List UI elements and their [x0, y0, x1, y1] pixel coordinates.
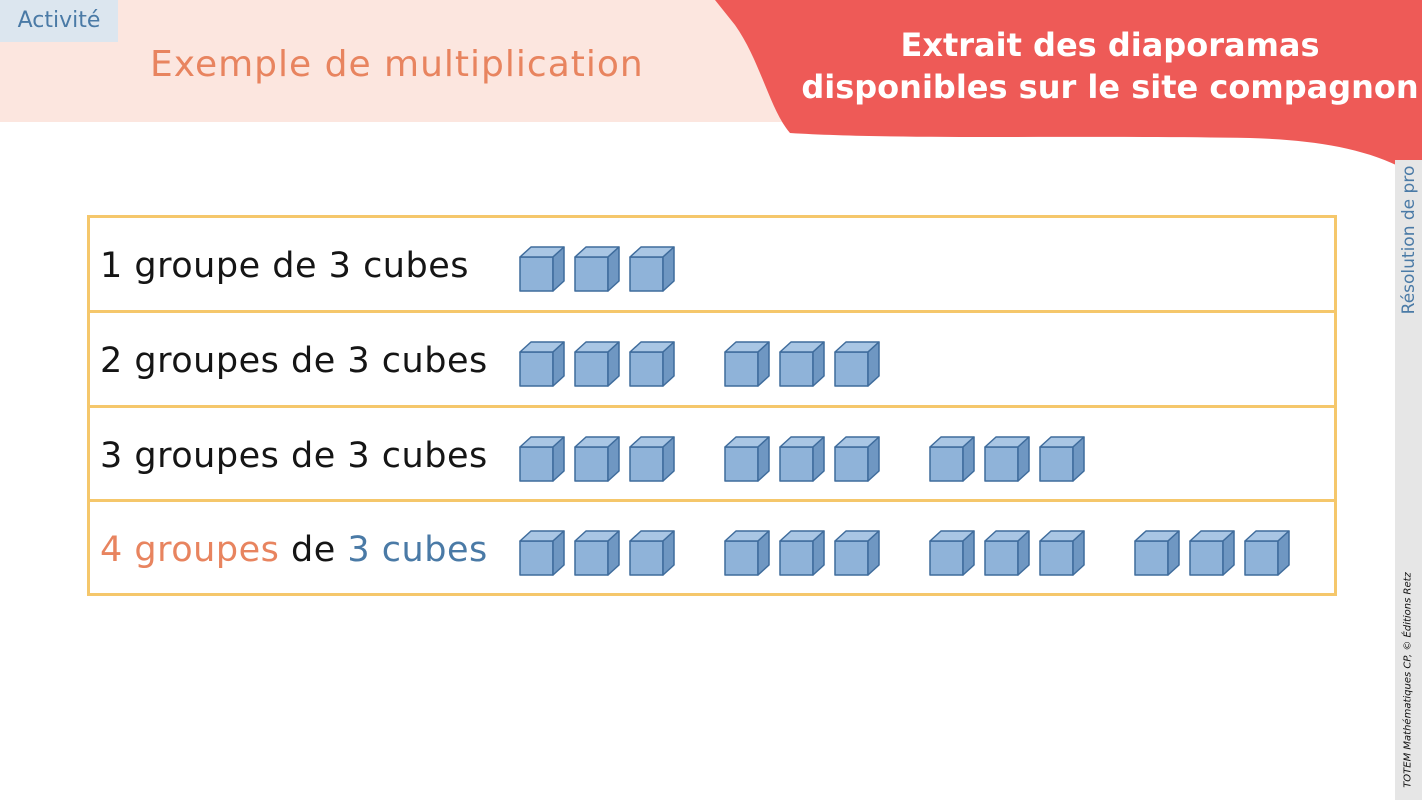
banner-line-2: disponibles sur le site compagnon — [801, 68, 1419, 106]
cube-icon — [1039, 530, 1085, 576]
side-vertical-title: Résolution de pro — [1399, 165, 1419, 315]
cubes-number: 3 — [347, 436, 371, 476]
multiplication-table: 1 groupe de 3 cubes 2 groupes de 3 cubes… — [87, 215, 1337, 596]
banner-shape — [715, 0, 1422, 180]
cube-groups — [90, 313, 1334, 405]
cubes-number: 3 — [347, 530, 371, 570]
de-word: de — [290, 341, 336, 381]
table-row: 1 groupe de 3 cubes — [90, 218, 1334, 310]
group-number: 3 — [100, 436, 123, 476]
table-row: 3 groupes de 3 cubes — [90, 408, 1334, 500]
cube-icon — [724, 436, 770, 482]
groups-word: groupes — [134, 436, 280, 476]
groups-word: groupe — [134, 246, 261, 286]
cube-icon — [519, 530, 565, 576]
cube-icon — [519, 341, 565, 387]
row-label: 1 groupe de 3 cubes — [100, 218, 469, 310]
groups-word: groupes — [134, 341, 280, 381]
cube-icon — [574, 341, 620, 387]
cube-icon — [629, 341, 675, 387]
cube-icon — [1189, 530, 1235, 576]
cube-groups — [90, 502, 1334, 594]
companion-site-banner: Extrait des diaporamas disponibles sur l… — [800, 24, 1420, 108]
de-word: de — [290, 436, 336, 476]
cube-icon — [779, 341, 825, 387]
row-label: 4 groupes de 3 cubes — [100, 502, 488, 594]
cube-icon — [929, 530, 975, 576]
cube-icon — [1039, 436, 1085, 482]
activity-tab: Activité — [0, 0, 118, 42]
cube-icon — [834, 530, 880, 576]
cubes-word: cubes — [381, 341, 488, 381]
cubes-word: cubes — [381, 436, 488, 476]
cube-icon — [779, 436, 825, 482]
cube-icon — [574, 436, 620, 482]
cube-icon — [519, 436, 565, 482]
table-row: 4 groupes de 3 cubes — [90, 502, 1334, 594]
cube-icon — [984, 530, 1030, 576]
side-strip — [1395, 160, 1422, 800]
page-title: Exemple de multiplication — [150, 44, 644, 85]
cube-icon — [779, 530, 825, 576]
row-divider — [90, 405, 1334, 408]
cube-icon — [1134, 530, 1180, 576]
groups-word: groupes — [134, 530, 280, 570]
de-word: de — [272, 246, 317, 286]
cubes-number: 3 — [328, 246, 352, 286]
cube-groups — [90, 408, 1334, 500]
cubes-number: 3 — [347, 341, 371, 381]
cube-icon — [574, 530, 620, 576]
cube-icon — [629, 246, 675, 292]
de-word: de — [290, 530, 336, 570]
cube-icon — [834, 436, 880, 482]
cube-icon — [834, 341, 880, 387]
group-number: 1 — [100, 246, 123, 286]
table-row: 2 groupes de 3 cubes — [90, 313, 1334, 405]
cube-icon — [574, 246, 620, 292]
cubes-word: cubes — [381, 530, 488, 570]
row-divider — [90, 310, 1334, 313]
row-label: 3 groupes de 3 cubes — [100, 408, 488, 500]
row-label: 2 groupes de 3 cubes — [100, 313, 488, 405]
cube-icon — [929, 436, 975, 482]
cube-icon — [724, 530, 770, 576]
cube-icon — [519, 246, 565, 292]
cube-icon — [984, 436, 1030, 482]
cube-icon — [629, 530, 675, 576]
cube-groups — [90, 218, 1334, 310]
cube-icon — [1244, 530, 1290, 576]
banner-line-1: Extrait des diaporamas — [900, 26, 1320, 64]
copyright-note: TOTEM Mathématiques CP, © Éditions Retz — [1402, 572, 1414, 788]
group-number: 2 — [100, 341, 123, 381]
cube-icon — [629, 436, 675, 482]
row-divider — [90, 499, 1334, 502]
cubes-word: cubes — [363, 246, 469, 286]
group-number: 4 — [100, 530, 123, 570]
cube-icon — [724, 341, 770, 387]
